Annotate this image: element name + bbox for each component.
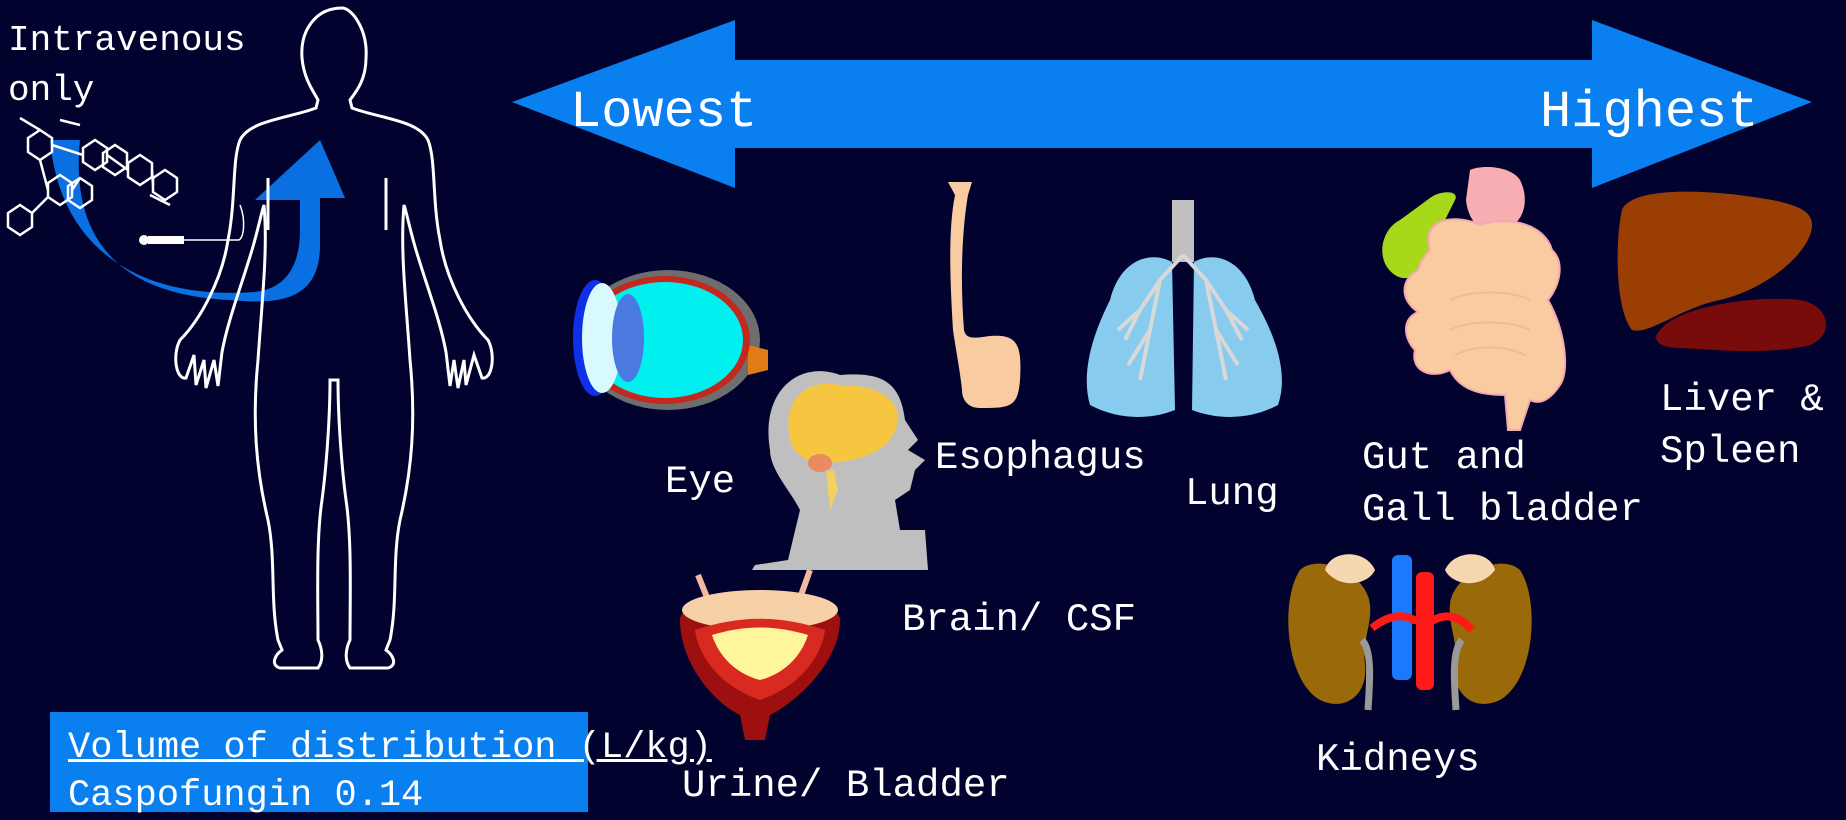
organ-label-lung: Lung: [1185, 468, 1279, 520]
gut-gallbladder-icon: [1382, 167, 1565, 430]
organ-label-eye: Eye: [665, 456, 735, 508]
molecule-icon: [8, 118, 177, 235]
organ-label-liver-spleen: Liver & Spleen: [1660, 374, 1824, 478]
organ-label-esophagus: Esophagus: [935, 432, 1146, 484]
brain-head-icon: [752, 371, 928, 570]
scale-high-label: Highest: [1540, 82, 1758, 144]
route-curve-arrow: [50, 140, 345, 301]
kidneys-icon: [1288, 554, 1531, 710]
organ-label-kidneys: Kidneys: [1316, 734, 1480, 786]
liver-spleen-icon: [1618, 192, 1826, 351]
scale-low-label: Lowest: [570, 82, 757, 144]
route-label: Intravenous only: [8, 16, 246, 116]
distribution-title: Volume of distribution (L/kg): [68, 724, 712, 772]
organ-label-gut: Gut and Gall bladder: [1362, 432, 1643, 536]
distribution-row: Caspofungin 0.14: [68, 772, 423, 820]
eye-icon: [573, 270, 768, 410]
organ-label-bladder: Urine/ Bladder: [682, 760, 1010, 812]
lung-icon: [1087, 200, 1282, 417]
esophagus-icon: [948, 182, 1020, 408]
bladder-icon: [680, 570, 840, 740]
organ-label-brain: Brain/ CSF: [902, 594, 1136, 646]
